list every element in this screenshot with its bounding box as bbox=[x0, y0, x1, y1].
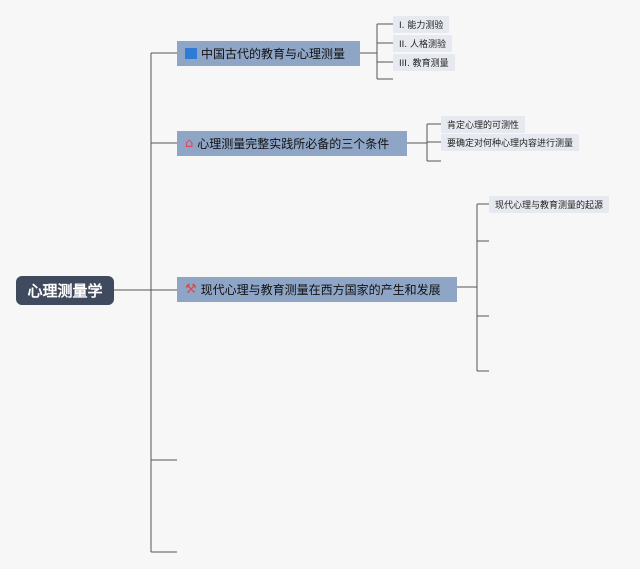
branch-node-ancient-china[interactable]: 中国古代的教育与心理测量 bbox=[177, 41, 360, 66]
leaf-node-content-determination[interactable]: 要确定对何种心理内容进行测量 bbox=[441, 134, 580, 151]
branch-label: 现代心理与教育测量在西方国家的产生和发展 bbox=[200, 283, 441, 297]
branch-node-three-conditions[interactable]: ⌂ 心理测量完整实践所必备的三个条件 bbox=[177, 131, 407, 156]
leaf-label: I. 能力测验 bbox=[399, 21, 444, 31]
branch-label: 心理测量完整实践所必备的三个条件 bbox=[197, 137, 390, 151]
branch-label: 中国古代的教育与心理测量 bbox=[201, 47, 346, 61]
leaf-label: 现代心理与教育测量的起源 bbox=[495, 201, 604, 211]
leaf-node-origin[interactable]: 现代心理与教育测量的起源 bbox=[489, 196, 610, 213]
leaf-node-measurability[interactable]: 肯定心理的可测性 bbox=[441, 116, 526, 133]
leaf-label: II. 人格测验 bbox=[399, 40, 447, 50]
leaf-node-personality-test[interactable]: II. 人格测验 bbox=[393, 35, 453, 52]
root-label: 心理测量学 bbox=[27, 282, 103, 300]
tools-icon: ⚒ bbox=[185, 282, 197, 297]
leaf-label: 要确定对何种心理内容进行测量 bbox=[447, 139, 574, 149]
leaf-label: III. 教育测量 bbox=[399, 59, 449, 69]
flag-icon bbox=[185, 48, 197, 59]
branch-node-western-development[interactable]: ⚒ 现代心理与教育测量在西方国家的产生和发展 bbox=[177, 277, 457, 302]
leaf-node-ability-test[interactable]: I. 能力测验 bbox=[393, 16, 450, 33]
home-icon: ⌂ bbox=[185, 136, 194, 151]
leaf-label: 肯定心理的可测性 bbox=[447, 121, 520, 131]
leaf-node-education-measurement[interactable]: III. 教育测量 bbox=[393, 54, 455, 71]
root-node[interactable]: 心理测量学 bbox=[16, 276, 114, 305]
